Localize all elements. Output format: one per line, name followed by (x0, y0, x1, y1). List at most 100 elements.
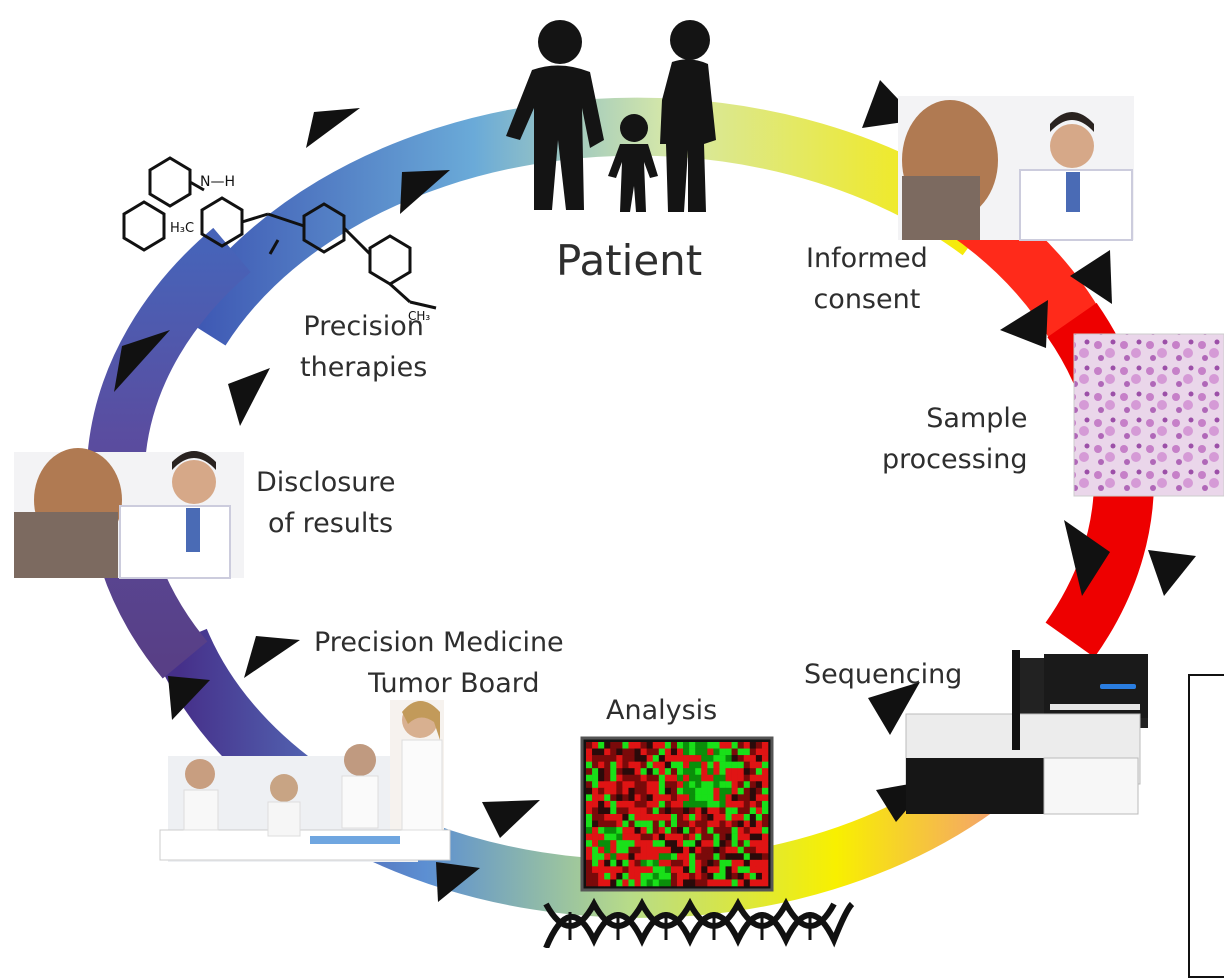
heatmap-cell (707, 800, 714, 808)
heatmap-cell (725, 800, 732, 808)
heatmap-cell (707, 827, 714, 834)
heatmap-cell (677, 866, 684, 874)
heatmap-cell (677, 742, 684, 749)
heatmap-cell (713, 814, 720, 821)
heatmap-cell (592, 820, 599, 828)
heatmap-cell (713, 866, 720, 874)
heatmap-cell (652, 807, 660, 815)
heatmap-cell (616, 768, 623, 776)
heatmap-cell (677, 840, 684, 848)
heatmap-cell (737, 820, 745, 828)
heatmap-cell (701, 866, 708, 874)
heatmap-cell (707, 833, 714, 841)
heatmap-cell (731, 787, 738, 795)
heatmap-cell (586, 853, 593, 861)
heatmap-cell (761, 820, 769, 828)
heatmap-cell (725, 827, 732, 834)
heatmap-cell (683, 781, 690, 789)
heatmap-cell (598, 768, 605, 776)
heatmap-cell (689, 755, 696, 762)
heatmap-cell (683, 800, 690, 808)
heatmap-cell (622, 761, 629, 769)
label-disclosure: Disclosure of results (256, 462, 396, 544)
heatmap-cell (586, 800, 593, 808)
heatmap-cell (731, 859, 738, 867)
doctor-disclosure-photo (14, 448, 244, 579)
heatmap-cell (658, 859, 666, 867)
heatmap-cell (640, 879, 647, 887)
heatmap-cell (658, 853, 666, 861)
heatmap-cell (670, 879, 678, 887)
heatmap-cell (749, 761, 757, 769)
heatmap-cell (695, 755, 702, 762)
heatmap-cell (683, 859, 690, 867)
heatmap-cell (725, 853, 732, 861)
heatmap-cell (622, 846, 629, 854)
heatmap-cell (713, 755, 720, 762)
heatmap-cell (616, 742, 623, 749)
heatmap-cell (707, 748, 714, 756)
cycle-arrow-icon (400, 170, 450, 214)
heatmap-cell (586, 859, 593, 867)
heatmap-cell (640, 859, 647, 867)
heatmap-cell (707, 820, 714, 828)
heatmap-cell (695, 866, 702, 874)
heatmap-cell (749, 827, 757, 834)
heatmap-cell (616, 761, 623, 769)
heatmap-cell (689, 787, 696, 795)
heatmap-cell (689, 879, 696, 887)
heatmap-cell (761, 859, 769, 867)
ring-segment-left (86, 227, 251, 679)
heatmap-cell (731, 879, 738, 887)
heatmap-cell (725, 761, 732, 769)
heatmap-cell (640, 748, 647, 756)
heatmap-cell (664, 748, 672, 756)
heatmap-cell (640, 872, 647, 880)
label-precision-therapies: Precision therapies (300, 306, 427, 388)
heatmap-cell (670, 755, 678, 762)
heatmap-cell (755, 879, 763, 887)
heatmap-cell (749, 840, 757, 848)
heatmap-cell (586, 879, 593, 887)
heatmap-cell (640, 794, 647, 802)
heatmap-cell (628, 781, 635, 789)
heatmap-cell (707, 859, 714, 867)
heatmap-cell (652, 872, 660, 880)
heatmap-cell (743, 814, 751, 821)
heatmap-cell (677, 761, 684, 769)
heatmap-cell (743, 866, 751, 874)
heatmap-cell (731, 781, 738, 789)
heatmap-cell (598, 840, 605, 848)
heatmap-cell (755, 774, 763, 782)
heatmap-cell (652, 800, 660, 808)
heatmap-cell (725, 840, 732, 848)
heatmap-cell (749, 768, 757, 776)
heatmap-cell (731, 846, 738, 854)
heatmap-cell (719, 774, 726, 782)
heatmap-cell (731, 827, 738, 834)
heatmap-cell (713, 853, 720, 861)
heatmap-cell (713, 800, 720, 808)
heatmap-cell (683, 820, 690, 828)
heatmap-cell (652, 827, 660, 834)
heatmap-cell (670, 853, 678, 861)
heatmap-cell (592, 800, 599, 808)
heatmap-cell (604, 814, 611, 821)
heatmap-cell (640, 807, 647, 815)
heatmap-cell (725, 755, 732, 762)
heatmap-cell (592, 787, 599, 795)
heatmap-cell (707, 853, 714, 861)
heatmap-cell (695, 833, 702, 841)
heatmap-cell (749, 866, 757, 874)
heatmap-cell (683, 827, 690, 834)
heatmap-cell (640, 814, 647, 821)
heatmap-cell (652, 781, 660, 789)
heatmap-cell (713, 768, 720, 776)
heatmap-cell (731, 807, 738, 815)
heatmap-cell (761, 807, 769, 815)
heatmap-cell (634, 833, 641, 841)
cycle-arrow-icon (482, 800, 540, 838)
heatmap-cell (755, 755, 763, 762)
heatmap-cell (701, 761, 708, 769)
heatmap-cell (683, 807, 690, 815)
